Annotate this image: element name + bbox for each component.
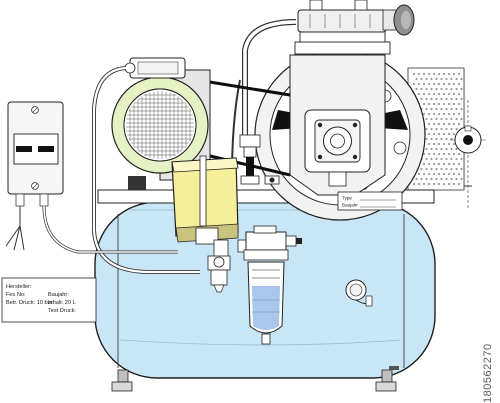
cylinder-head <box>294 0 391 55</box>
safety-valve <box>207 255 231 293</box>
pressure-gauge-detail <box>450 100 486 210</box>
intake-filter <box>382 4 415 36</box>
pump-nameplate: Type Baujahr <box>337 191 403 211</box>
motor-cable <box>92 66 200 274</box>
supply-wires <box>5 205 178 254</box>
stock-id-watermark: 180562270 <box>480 293 496 403</box>
stock-id-text: 180562270 <box>482 343 494 403</box>
plate-volume: Inhalt: 20 L <box>48 300 76 306</box>
tank-feet <box>111 366 399 392</box>
tank-gauge <box>345 279 373 307</box>
tank-nameplate: Hersteller: Fes No: Baujahr: Betr. Druck… <box>1 277 97 323</box>
plate-year: Baujahr: <box>48 292 69 298</box>
pump-year-label: Baujahr <box>342 203 358 208</box>
electrical-box <box>7 101 64 207</box>
plate-manufacturer: Hersteller: <box>6 284 32 290</box>
pump-type-label: Type <box>342 196 352 201</box>
crankcase <box>289 54 386 196</box>
plate-serial: Fes No: <box>6 292 26 298</box>
plate-test-pressure: Test Druck: <box>48 308 76 314</box>
pressure-switch <box>171 155 239 259</box>
plate-pressure: Betr. Druck: 10 bar <box>6 300 53 306</box>
water-separator <box>237 225 302 345</box>
